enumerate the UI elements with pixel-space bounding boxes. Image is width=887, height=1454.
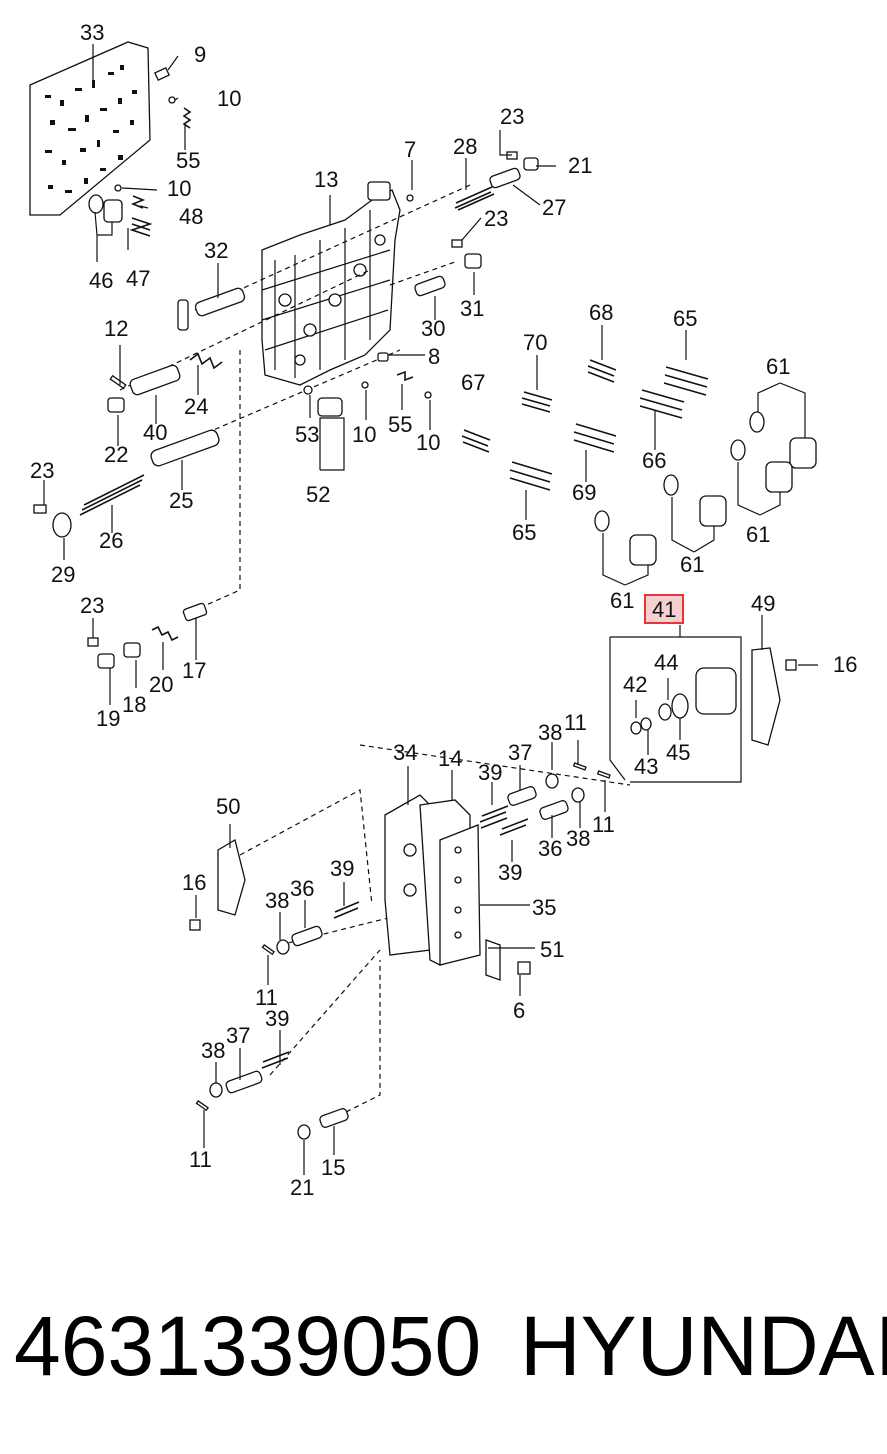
callout-label: 11 <box>592 812 615 837</box>
solenoid-detail-box <box>609 625 797 783</box>
callout-label: 10 <box>167 176 191 201</box>
callout-label: 36 <box>538 836 562 861</box>
callout-label: 48 <box>179 204 203 229</box>
callout-label: 47 <box>126 266 150 291</box>
callout-label: 53 <box>295 422 319 447</box>
callout-label: 20 <box>149 672 173 697</box>
callout-label: 16 <box>833 652 857 677</box>
callout-label: 65 <box>673 306 697 331</box>
left-valve-parts <box>33 287 246 669</box>
callout-label: 50 <box>216 794 240 819</box>
callout-label: 70 <box>523 330 547 355</box>
springs-cluster <box>461 359 709 491</box>
callout-label: 40 <box>143 420 167 445</box>
callout-label: 23 <box>484 206 508 231</box>
callout-label: 61 <box>610 588 634 613</box>
callout-label: 42 <box>623 672 647 697</box>
brand-name: HYUNDAI <box>520 1299 887 1393</box>
callout-label: 52 <box>306 482 330 507</box>
callout-label: 10 <box>352 422 376 447</box>
callout-label: 13 <box>314 167 338 192</box>
callout-label: 39 <box>478 760 502 785</box>
callout-label-41: 41 <box>652 597 676 622</box>
footer-caption: 4631339050 HYUNDAI <box>0 1296 887 1406</box>
callout-label: 66 <box>642 448 666 473</box>
callout-label: 37 <box>226 1023 250 1048</box>
callout-label: 38 <box>538 720 562 745</box>
callout-label: 24 <box>184 394 208 419</box>
callout-label: 45 <box>666 740 690 765</box>
callout-label: 39 <box>265 1006 289 1031</box>
callout-label: 14 <box>438 746 462 771</box>
callout-label: 27 <box>542 195 566 220</box>
callout-label: 43 <box>634 754 658 779</box>
small-parts-upper-left <box>88 66 192 237</box>
callout-label: 11 <box>564 710 587 735</box>
callout-label: 67 <box>461 370 485 395</box>
callout-label: 38 <box>201 1038 225 1063</box>
callout-label: 26 <box>99 528 123 553</box>
callout-label: 23 <box>500 104 524 129</box>
valve-body-lower <box>384 794 531 981</box>
callout-label: 55 <box>388 412 412 437</box>
callout-label: 11 <box>255 985 278 1010</box>
callout-label: 15 <box>321 1155 345 1180</box>
callout-label: 11 <box>189 1147 212 1172</box>
callout-label: 38 <box>265 888 289 913</box>
callout-label: 23 <box>30 458 54 483</box>
callout-label: 7 <box>404 137 416 162</box>
callout-label: 49 <box>751 591 775 616</box>
callout-label: 38 <box>566 826 590 851</box>
callout-label: 65 <box>512 520 536 545</box>
part-number: 4631339050 <box>14 1299 482 1393</box>
callout-labels: 33 9 10 55 10 48 46 47 7 28 23 21 27 13 … <box>30 20 857 1200</box>
callout-label: 29 <box>51 562 75 587</box>
callout-label: 61 <box>680 552 704 577</box>
callout-label: 46 <box>89 268 113 293</box>
callout-label: 28 <box>453 134 477 159</box>
callout-label: 34 <box>393 740 417 765</box>
callout-label: 61 <box>766 354 790 379</box>
callout-label: 44 <box>654 650 678 675</box>
callout-label: 68 <box>589 300 613 325</box>
callout-label: 31 <box>460 296 484 321</box>
highlight-box-41 <box>644 594 684 624</box>
callout-label: 55 <box>176 148 200 173</box>
callout-label: 6 <box>513 998 525 1023</box>
callout-label: 21 <box>568 153 592 178</box>
sleeve-seal-parts <box>594 411 817 566</box>
callout-label: 33 <box>80 20 104 45</box>
callout-label: 10 <box>416 430 440 455</box>
callout-label: 22 <box>104 442 128 467</box>
callout-label: 35 <box>532 895 556 920</box>
callout-label: 8 <box>428 344 440 369</box>
callout-label: 69 <box>572 480 596 505</box>
callout-label: 18 <box>122 692 146 717</box>
callout-label: 39 <box>498 860 522 885</box>
callout-label: 36 <box>290 876 314 901</box>
callout-label: 32 <box>204 238 228 263</box>
callout-label: 30 <box>421 316 445 341</box>
callout-label: 19 <box>96 706 120 731</box>
callout-label: 21 <box>290 1175 314 1200</box>
callout-label: 12 <box>104 316 128 341</box>
callout-label: 39 <box>330 856 354 881</box>
valve-body-upper <box>261 181 401 386</box>
callout-label: 61 <box>746 522 770 547</box>
lower-small-parts <box>189 762 611 1140</box>
separator-plate <box>29 41 151 216</box>
callout-label: 37 <box>508 740 532 765</box>
callout-label: 51 <box>540 937 564 962</box>
callout-label: 17 <box>182 658 206 683</box>
callout-label: 9 <box>194 42 206 67</box>
callout-label: 16 <box>182 870 206 895</box>
callout-label: 10 <box>217 86 241 111</box>
callout-label: 25 <box>169 488 193 513</box>
callout-label: 23 <box>80 593 104 618</box>
leader-lines <box>43 44 818 1175</box>
